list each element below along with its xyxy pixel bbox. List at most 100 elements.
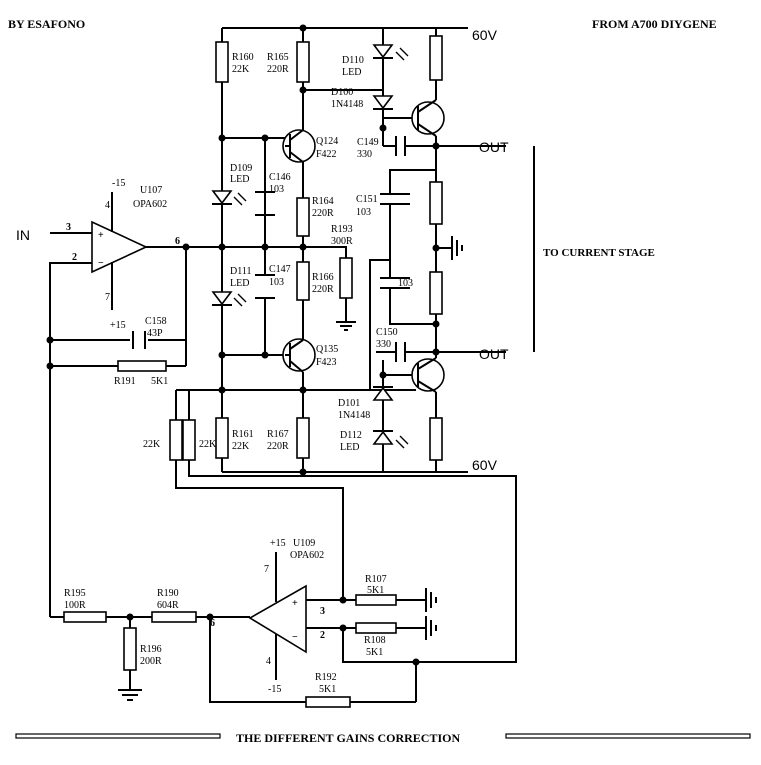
cap-c146: C146 103: [255, 172, 291, 216]
r107-value: 5K1: [367, 585, 384, 596]
resistor-bottom-collector: [429, 417, 443, 461]
c150-ref: C150: [376, 327, 398, 338]
current-stage-label: TO CURRENT STAGE: [543, 247, 655, 259]
r160-value: 22K: [232, 64, 250, 75]
out-top-label: OUT: [479, 139, 509, 155]
r166-value: 220R: [312, 284, 334, 295]
d109-ref: D109: [230, 163, 252, 174]
q124-ref: Q124: [316, 136, 338, 147]
svg-text:+: +: [292, 598, 298, 609]
r192-ref: R192: [315, 672, 337, 683]
r108-value: 5K1: [366, 647, 383, 658]
led-d109: D109 LED: [211, 163, 252, 206]
r195-ref: R195: [64, 588, 86, 599]
u107-pin2: 2: [72, 252, 77, 263]
r108-ref: R108: [364, 635, 386, 646]
out-bottom-label: OUT: [479, 346, 509, 362]
d101-type: 1N4148: [338, 410, 370, 421]
resistor-r195: R195 100R: [63, 588, 107, 623]
q124-type: F422: [316, 149, 337, 160]
resistor-r190: R190 604R: [151, 588, 197, 623]
led-d112: D112 LED: [340, 430, 409, 453]
resistor-r167: R167 220R: [267, 417, 310, 459]
d100-type: 1N4148: [331, 99, 363, 110]
resistor-r161: R161 22K: [215, 417, 254, 459]
d112-ref: D112: [340, 430, 362, 441]
q135-ref: Q135: [316, 344, 338, 355]
u109-pin3: 3: [320, 606, 325, 617]
q135-type: F423: [316, 357, 337, 368]
transistor-q124: Q124 F422: [282, 129, 338, 163]
r190-ref: R190: [157, 588, 179, 599]
r166-ref: R166: [312, 272, 334, 283]
d111-ref: D111: [230, 266, 251, 277]
cap-c158: C158 43P: [130, 316, 167, 349]
u107-pin6: 6: [175, 236, 180, 247]
top-rail: 60V: [222, 27, 498, 43]
source-label: FROM A700 DIYGENE: [592, 17, 717, 31]
resistor-r108: R108 5K1: [355, 616, 437, 658]
output-bias-network: C151 103 103: [356, 169, 463, 390]
u109-type: OPA602: [290, 550, 324, 561]
c151-ref: C151: [356, 194, 378, 205]
r165-value: 220R: [267, 64, 289, 75]
resistor-r165: R165 220R: [267, 41, 310, 83]
r107-ref: R107: [365, 574, 387, 585]
opamp-u109: + − +15 7 4 -15 U109 OPA602 3 2 6: [210, 538, 325, 695]
transistor-q135: Q135 F423: [282, 338, 338, 373]
u109-pin2: 2: [320, 630, 325, 641]
resistor-r196: R196 200R: [118, 617, 162, 701]
r161-ref: R161: [232, 429, 254, 440]
resistor-r192: R192 5K1: [305, 672, 351, 708]
sense-resistors: 22K 22K: [143, 389, 517, 663]
r165-ref: R165: [267, 52, 289, 63]
r196-ref: R196: [140, 644, 162, 655]
driver-wiring: [218, 24, 307, 476]
cap-c147: C147 103: [255, 264, 291, 299]
r167-ref: R167: [267, 429, 289, 440]
resistor-r191: R191 5K1: [114, 360, 168, 387]
d109-type: LED: [230, 174, 249, 185]
transistor-out-bottom: [411, 357, 445, 393]
d110-type: LED: [342, 67, 361, 78]
resistor-top-collector: [429, 35, 443, 81]
svg-text:−: −: [98, 258, 104, 269]
u107-vneg: -15: [112, 178, 125, 189]
c158-value: 43P: [147, 328, 163, 339]
c149-ref: C149: [357, 137, 379, 148]
svg-text:+: +: [98, 230, 104, 241]
resistor-r160: R160 22K: [215, 41, 254, 83]
cap-c149: C149 330: [357, 128, 506, 160]
led-d111: D111 LED: [211, 266, 251, 307]
r164-value: 220R: [312, 208, 334, 219]
resistor-r164: R164 220R: [296, 196, 334, 237]
r160-ref: R160: [232, 52, 254, 63]
opamp-u107: + − -15 4 +15 7 U107 OPA602 2 6: [72, 178, 180, 331]
resistor-r107: R107 5K1: [355, 574, 437, 612]
top-rail-label: 60V: [472, 27, 498, 43]
r193-value: 300R: [331, 236, 353, 247]
input-port: IN 3: [16, 222, 92, 243]
r196-value: 200R: [140, 656, 162, 667]
c151-value: 103: [356, 207, 371, 218]
u109-pin6: 6: [210, 618, 215, 629]
u109-pin4: 4: [266, 656, 271, 667]
d111-type: LED: [230, 278, 249, 289]
u107-ref: U107: [140, 185, 162, 196]
u107-pin7: 7: [105, 292, 110, 303]
r161-value: 22K: [232, 441, 250, 452]
author-label: BY ESAFONO: [8, 17, 85, 31]
svg-text:−: −: [292, 632, 298, 643]
d110-ref: D110: [342, 55, 364, 66]
c146-value: 103: [269, 184, 284, 195]
caption-bar: THE DIFFERENT GAINS CORRECTION: [15, 731, 751, 745]
u107-pin3: 3: [66, 222, 71, 233]
d101-ref: D101: [338, 398, 360, 409]
caption-text: THE DIFFERENT GAINS CORRECTION: [236, 731, 460, 745]
diode-d101: D101 1N4148: [338, 380, 394, 421]
u107-type: OPA602: [133, 199, 167, 210]
resistor-r166: R166 220R: [296, 261, 334, 301]
c147-value: 103: [269, 277, 284, 288]
c146-ref: C146: [269, 172, 291, 183]
led-d110: D110 LED: [342, 28, 409, 78]
